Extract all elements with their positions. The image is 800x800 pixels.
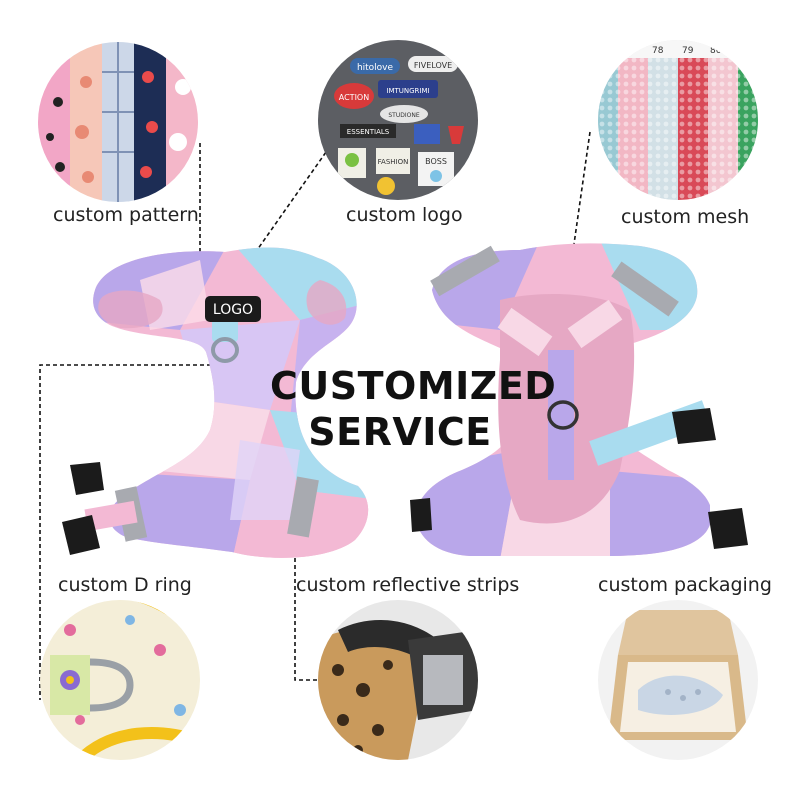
headline-line2: SERVICE (308, 410, 492, 454)
logo-patches-image: hitolove FIVELOVE IMTUNGRIMI ACTION STUD… (318, 40, 478, 200)
ruler-mark-78: 78 (652, 46, 664, 56)
caption-custom-logo: custom logo (346, 204, 463, 226)
connector-logo (235, 117, 351, 281)
patch-imtungrimi: IMTUNGRIMI (386, 87, 429, 95)
ruler-mark-80: 80 (710, 46, 722, 56)
patch-hitolove: hitolove (357, 63, 394, 73)
patch-fivelove: FIVELOVE (414, 61, 452, 70)
d-ring-sample-image (40, 600, 200, 760)
patch-essentials: ESSENTIALS (347, 128, 390, 136)
pattern-sample-image (38, 42, 198, 202)
reflective-strips-sample-image (318, 600, 478, 760)
patch-fashion: FASHION (378, 158, 409, 166)
headline-line1: CUSTOMIZED (270, 364, 557, 408)
packaging-sample-image (598, 600, 758, 760)
connector-d-ring (39, 364, 232, 700)
harness-back (410, 243, 748, 556)
mesh-sample-image: 77 78 79 80 81 (598, 40, 758, 200)
caption-custom-d-ring: custom D ring (58, 574, 192, 596)
patch-studione: STUDIONE (388, 112, 419, 119)
caption-custom-reflective-strips: custom reflective strips (296, 574, 520, 596)
caption-custom-packaging: custom packaging (598, 574, 772, 596)
patch-action: ACTION (339, 93, 369, 102)
headline: CUSTOMIZED SERVICE (270, 363, 557, 455)
patch-boss: BOSS (425, 157, 447, 166)
caption-custom-mesh: custom mesh (621, 206, 750, 228)
logo-tag (205, 296, 261, 322)
logo-tag-text: LOGO (213, 302, 253, 318)
caption-custom-pattern: custom pattern (53, 204, 199, 226)
ruler-mark-79: 79 (682, 46, 694, 56)
